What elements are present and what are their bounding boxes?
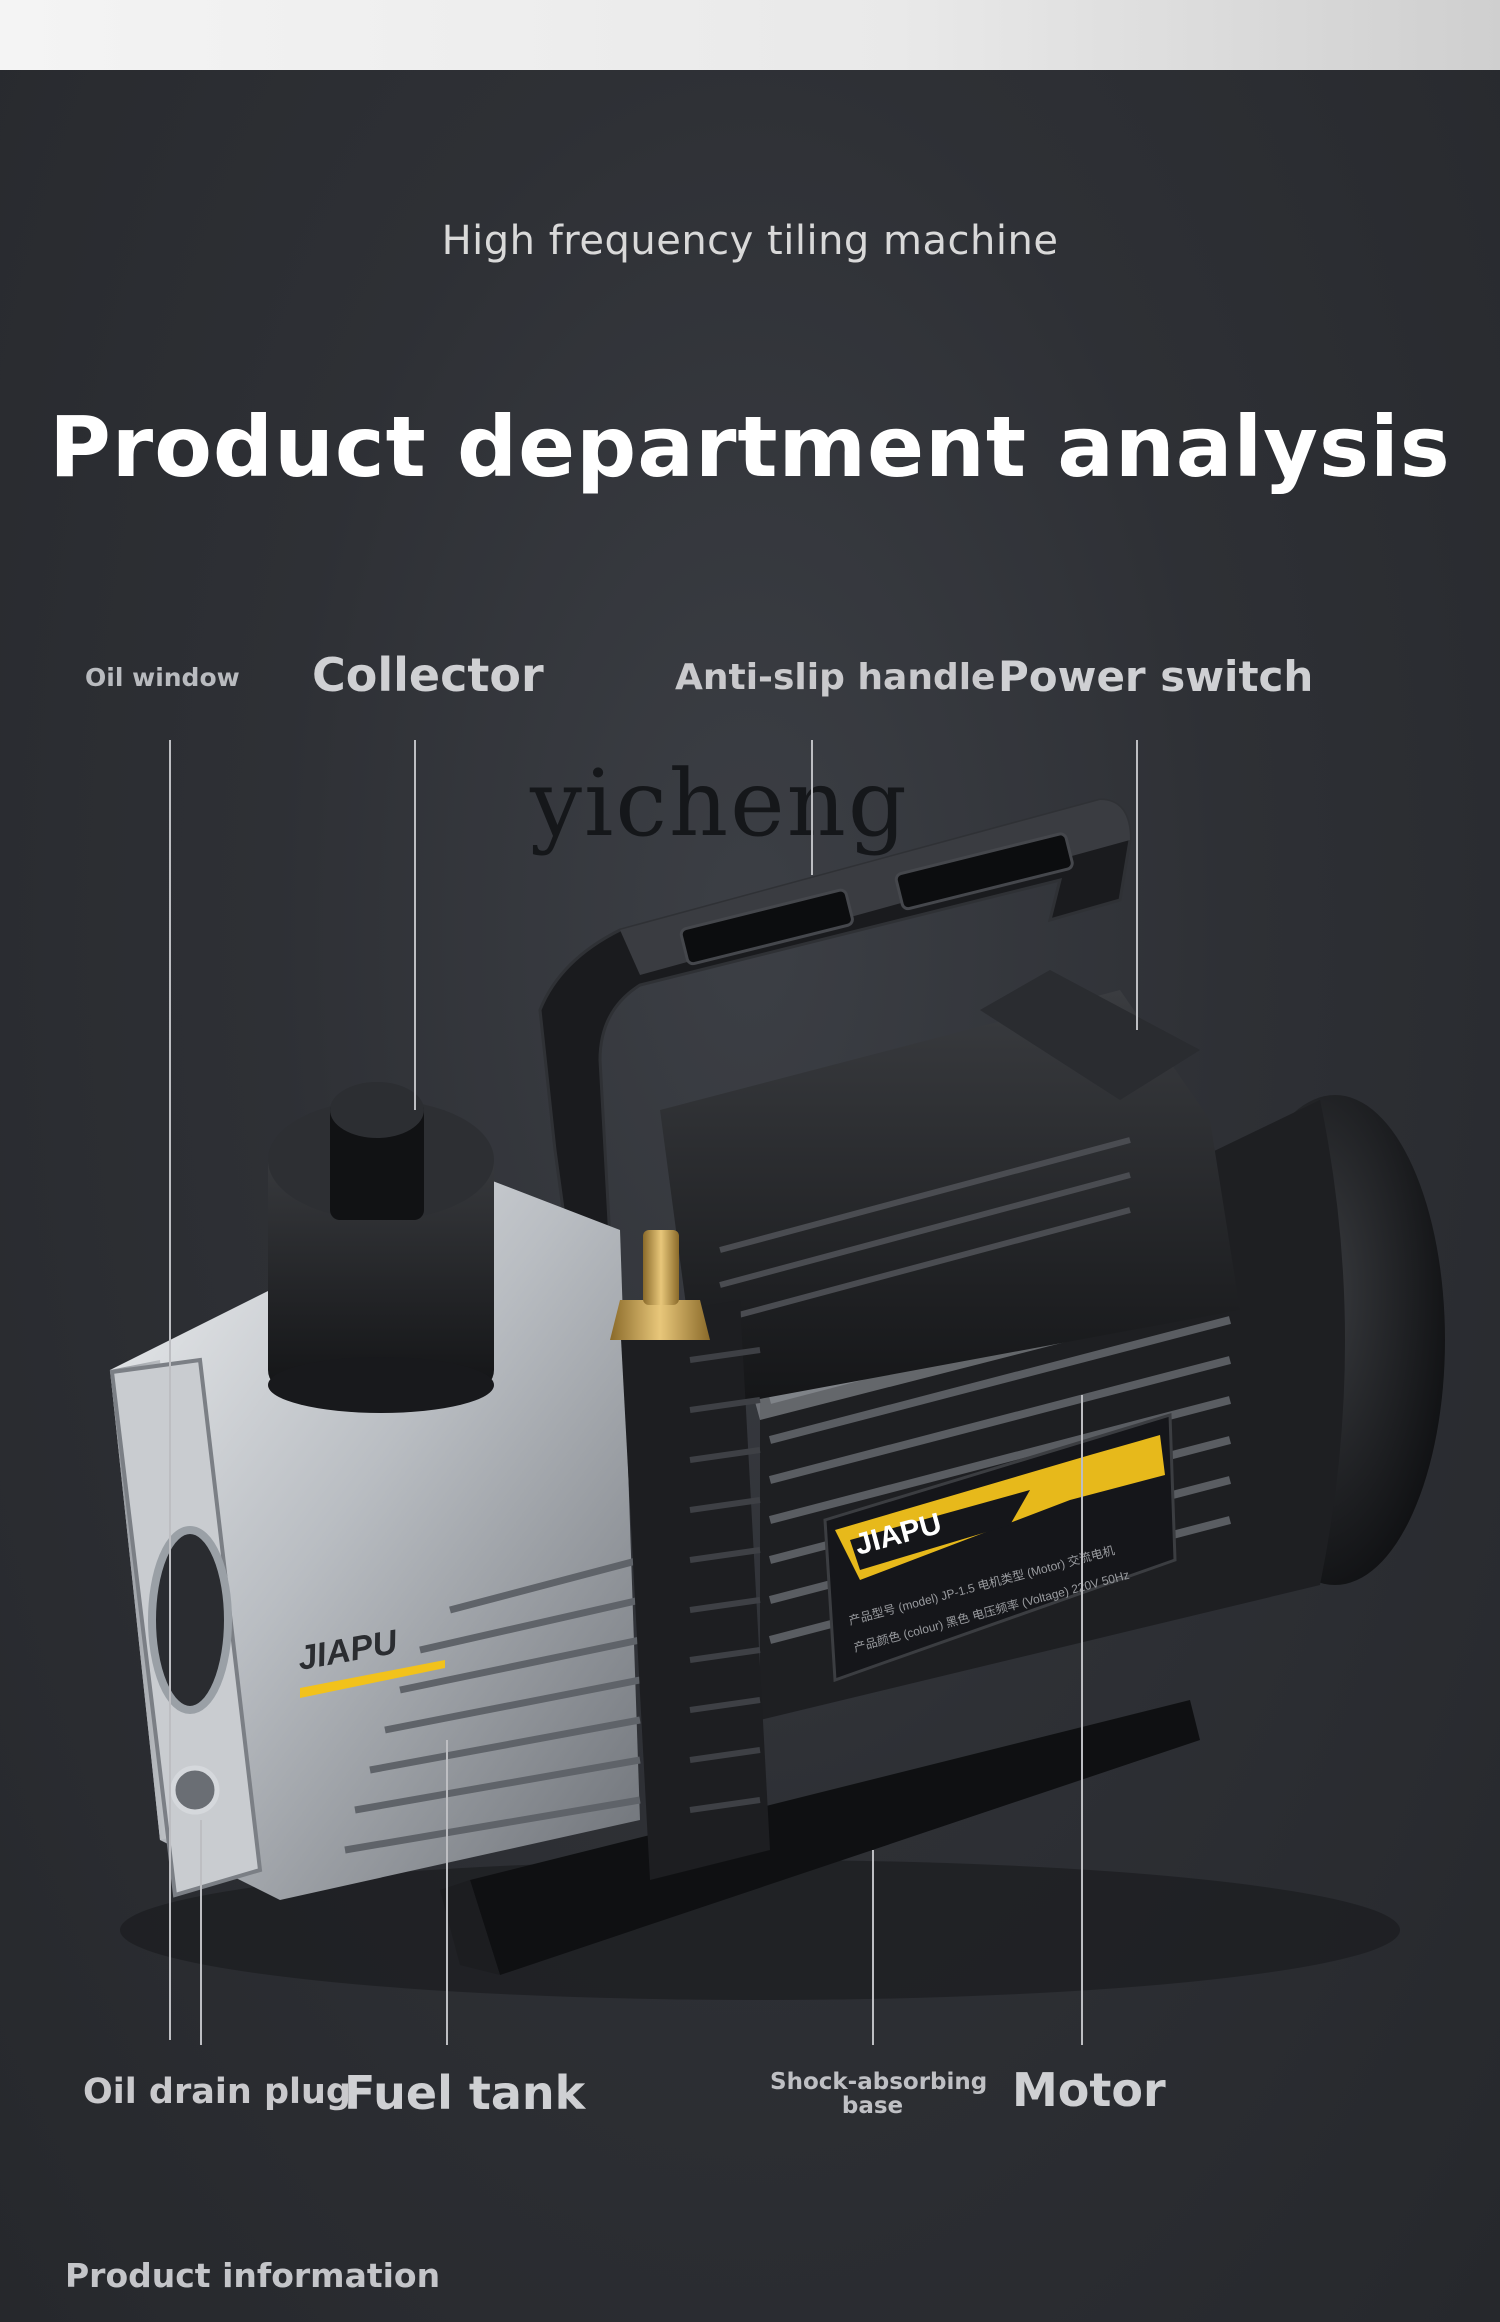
top-divider-strip bbox=[0, 0, 1500, 70]
label-shock-absorbing-base: Shock-absorbing base bbox=[770, 2069, 988, 2119]
watermark-text: yicheng bbox=[530, 750, 909, 857]
label-power-switch: Power switch bbox=[998, 652, 1314, 701]
label-motor: Motor bbox=[1012, 2063, 1166, 2117]
collector bbox=[268, 1082, 494, 1413]
oil-drain-plug bbox=[170, 1765, 220, 1815]
upper-body bbox=[660, 970, 1240, 1410]
anti-slip-handle bbox=[538, 798, 1132, 1263]
center-flange bbox=[620, 1300, 770, 1880]
oil-window-glass bbox=[148, 1526, 232, 1714]
leader-oil-window bbox=[169, 740, 171, 2040]
product-information-heading: Product information bbox=[65, 2256, 441, 2295]
label-anti-slip-handle: Anti-slip handle bbox=[675, 657, 996, 698]
page-title: Product department analysis bbox=[49, 398, 1451, 496]
fuel-tank-fins bbox=[344, 1556, 641, 1854]
label-shock-absorbing-line2: base bbox=[841, 2093, 904, 2119]
oil-tank-body: JIAPU bbox=[109, 1180, 641, 1900]
leader-anti-slip-handle bbox=[811, 740, 813, 875]
leader-oil-drain-plug bbox=[200, 1820, 202, 2045]
leader-fuel-tank bbox=[446, 1740, 448, 2045]
label-oil-drain-plug: Oil drain plug bbox=[83, 2072, 351, 2112]
brass-inlet-fitting bbox=[610, 1230, 710, 1340]
leader-power-switch bbox=[1136, 740, 1138, 1030]
label-collector: Collector bbox=[312, 648, 544, 702]
label-fuel-tank: Fuel tank bbox=[344, 2066, 586, 2120]
leader-motor bbox=[1081, 1395, 1083, 2045]
leader-collector bbox=[414, 740, 416, 1110]
label-shock-absorbing-line1: Shock-absorbing bbox=[770, 2069, 988, 2095]
page-subtitle: High frequency tiling machine bbox=[441, 218, 1059, 264]
leader-shock-absorbing-base bbox=[872, 1850, 874, 2045]
label-oil-window: Oil window bbox=[85, 663, 240, 692]
floor-shadow bbox=[120, 1860, 1400, 2000]
shock-absorbing-base bbox=[440, 1700, 1200, 1975]
